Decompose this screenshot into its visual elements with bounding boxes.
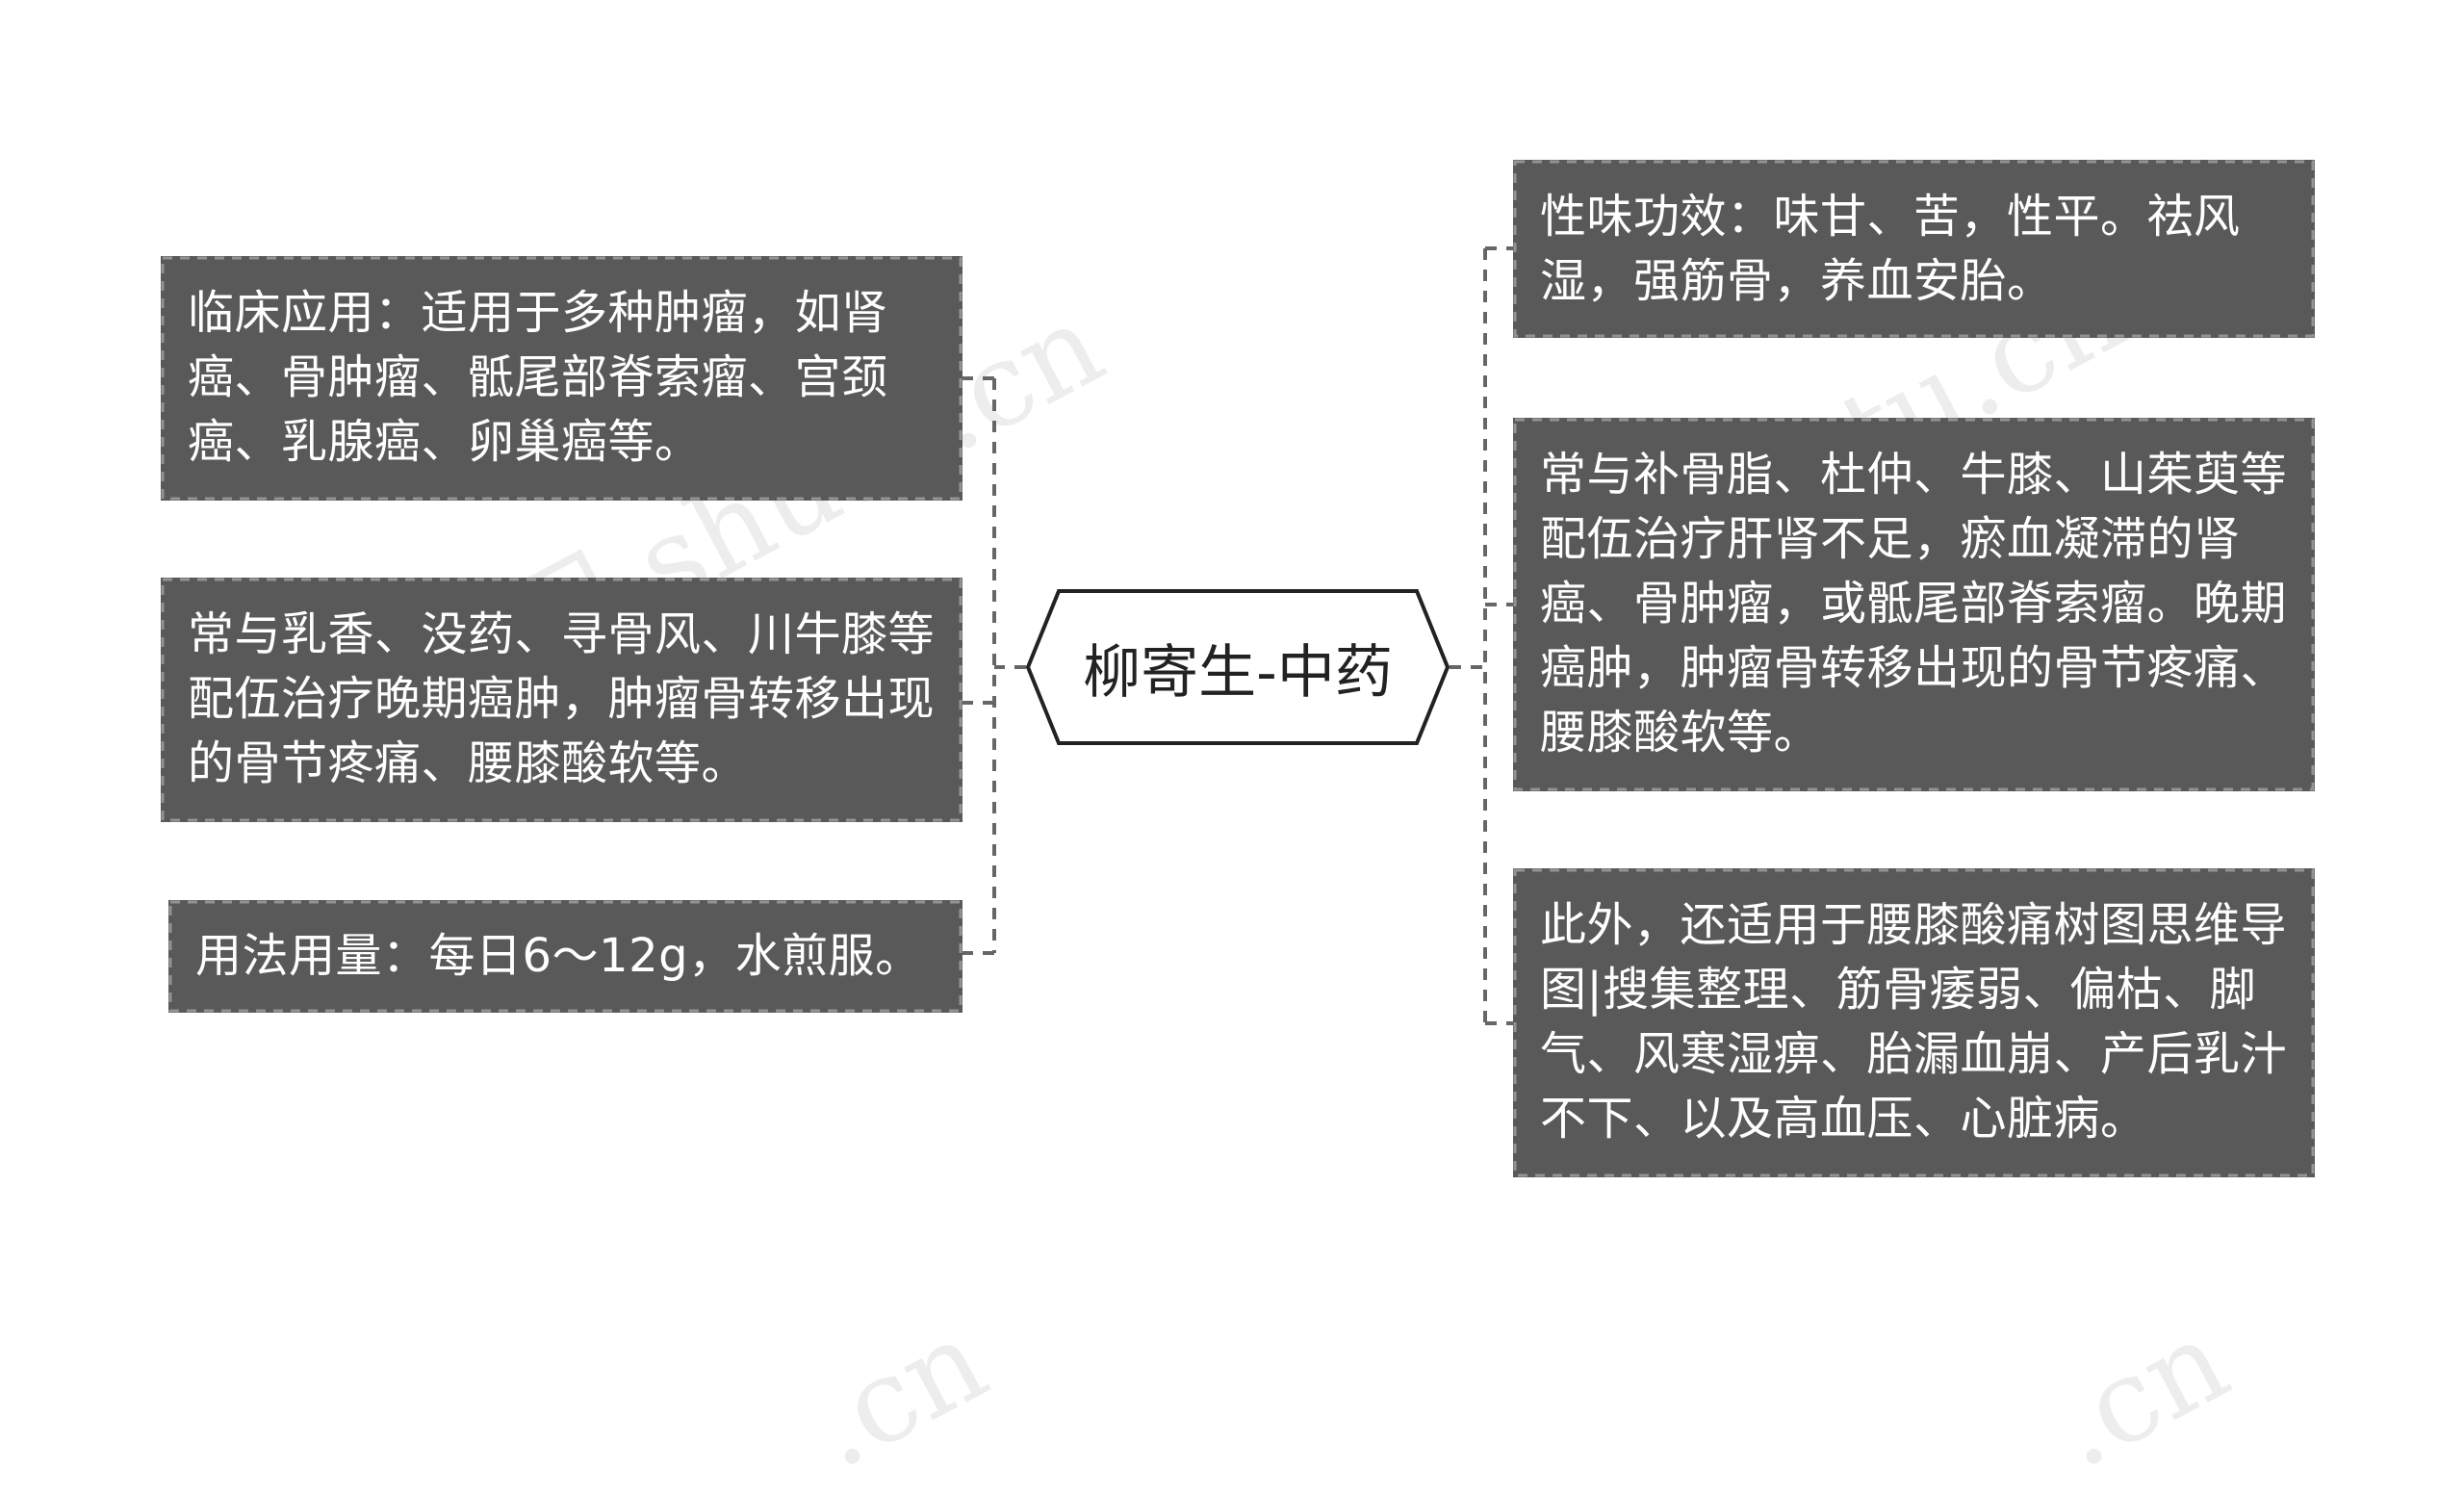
topic-node-dosage[interactable]: 用法用量：每日6～12g，水煎服。 xyxy=(168,900,962,1013)
topic-node-clinical-use[interactable]: 临床应用：适用于多种肿瘤，如肾癌、骨肿瘤、骶尾部脊索瘤、宫颈癌、乳腺癌、卵巢癌等… xyxy=(161,256,962,501)
node-text: 用法用量：每日6～12g，水煎服。 xyxy=(195,929,922,983)
topic-node-combination-right[interactable]: 常与补骨脂、杜仲、牛膝、山茱萸等配伍治疗肝肾不足，瘀血凝滞的肾癌、骨肿瘤，或骶尾… xyxy=(1513,418,2315,791)
mindmap-connectors xyxy=(962,246,1513,1025)
root-hexagon xyxy=(1025,589,1450,745)
root-topic-label: 柳寄生-中药 xyxy=(1083,638,1393,707)
node-text: 临床应用：适用于多种肿瘤，如肾癌、骨肿瘤、骶尾部脊索瘤、宫颈癌、乳腺癌、卵巢癌等… xyxy=(188,286,888,469)
node-text: 此外，还适用于腰膝酸痛树图思维导图|搜集整理、筋骨痿弱、偏枯、脚气、风寒湿痹、胎… xyxy=(1540,898,2288,1146)
topic-node-properties[interactable]: 性味功效：味甘、苦，性平。祛风湿，强筋骨，养血安胎。 xyxy=(1513,160,2315,338)
topic-node-other-uses[interactable]: 此外，还适用于腰膝酸痛树图思维导图|搜集整理、筋骨痿弱、偏枯、脚气、风寒湿痹、胎… xyxy=(1513,868,2315,1177)
topic-node-combination-left[interactable]: 常与乳香、没药、寻骨风、川牛膝等配伍治疗晚期癌肿，肿瘤骨转移出现的骨节疼痛、腰膝… xyxy=(161,578,962,822)
node-text: 常与补骨脂、杜仲、牛膝、山茱萸等配伍治疗肝肾不足，瘀血凝滞的肾癌、骨肿瘤，或骶尾… xyxy=(1540,448,2288,760)
node-text: 性味功效：味甘、苦，性平。祛风湿，强筋骨，养血安胎。 xyxy=(1540,190,2241,308)
root-topic[interactable]: 柳寄生-中药 xyxy=(1026,589,1450,745)
node-text: 常与乳香、没药、寻骨风、川牛膝等配伍治疗晚期癌肿，肿瘤骨转移出现的骨节疼痛、腰膝… xyxy=(188,607,936,790)
